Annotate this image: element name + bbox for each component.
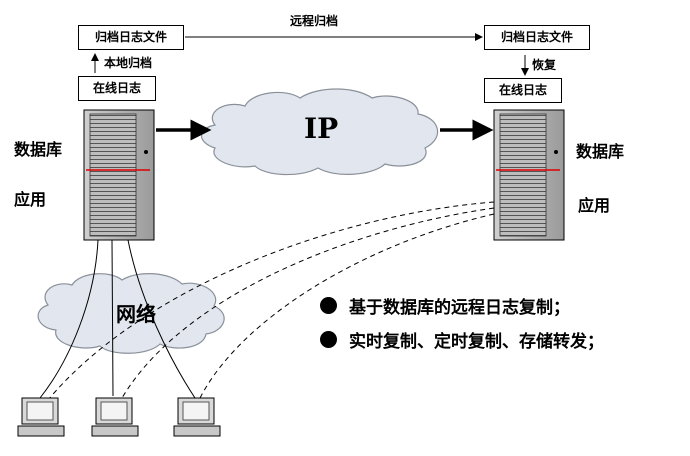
left-database-label: 数据库 <box>14 140 63 159</box>
remote-archive-label: 远程归档 <box>290 14 339 28</box>
network-cloud-icon <box>37 273 225 354</box>
remote-client-links <box>47 201 495 401</box>
network-cloud-label: 网络 <box>116 302 156 326</box>
left-online-log-box: 在线日志 <box>78 76 156 101</box>
client-computer-icon <box>17 397 65 437</box>
right-archive-log-box: 归档日志文件 <box>484 25 590 50</box>
right-application-label: 应用 <box>578 196 611 215</box>
bullet-item: 实时复制、定时复制、存储转发； <box>320 322 604 356</box>
right-database-label: 数据库 <box>576 142 625 161</box>
right-online-log-box: 在线日志 <box>484 78 562 103</box>
right-server-icon <box>493 109 565 241</box>
client-computer-icon <box>91 397 139 437</box>
local-archive-label: 本地归档 <box>104 56 153 70</box>
left-server-icon <box>83 109 155 241</box>
left-archive-log-box: 归档日志文件 <box>78 25 184 50</box>
ip-cloud-icon <box>200 88 439 176</box>
bullet-dot-icon <box>320 296 337 314</box>
bullet-item: 基于数据库的远程日志复制； <box>320 288 604 322</box>
left-application-label: 应用 <box>14 190 47 209</box>
bullet-dot-icon <box>320 330 337 348</box>
bullet-text: 实时复制、定时复制、存储转发； <box>349 331 604 352</box>
restore-label: 恢复 <box>532 58 557 72</box>
local-client-links <box>39 239 196 399</box>
client-computer-icon <box>173 397 221 437</box>
bullet-text: 基于数据库的远程日志复制； <box>349 297 570 318</box>
feature-bullet-list: 基于数据库的远程日志复制； 实时复制、定时复制、存储转发； <box>320 288 604 356</box>
ip-cloud-label: IP <box>304 112 339 145</box>
